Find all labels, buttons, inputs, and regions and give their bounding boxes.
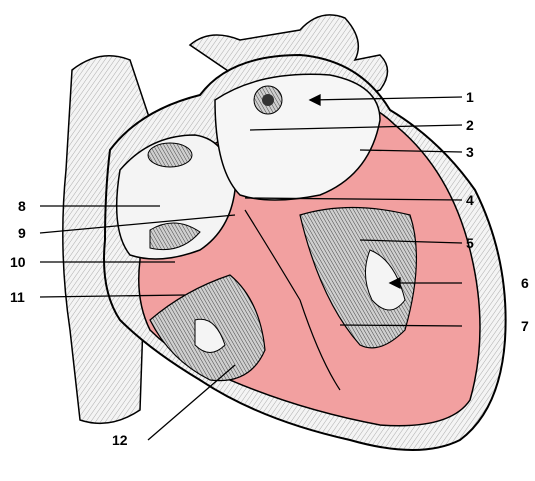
leader-line-12 — [148, 365, 235, 440]
sinus-opening — [148, 143, 192, 167]
label-12: 12 — [112, 433, 128, 447]
label-10: 10 — [10, 255, 26, 269]
label-9: 9 — [18, 226, 26, 240]
label-3: 3 — [466, 145, 474, 159]
label-11: 11 — [10, 290, 25, 304]
label-5: 5 — [466, 236, 474, 250]
label-8: 8 — [18, 199, 26, 213]
label-1: 1 — [466, 90, 474, 104]
label-6: 6 — [521, 276, 529, 290]
label-2: 2 — [466, 118, 474, 132]
label-7: 7 — [521, 319, 529, 333]
label-4: 4 — [466, 193, 474, 207]
